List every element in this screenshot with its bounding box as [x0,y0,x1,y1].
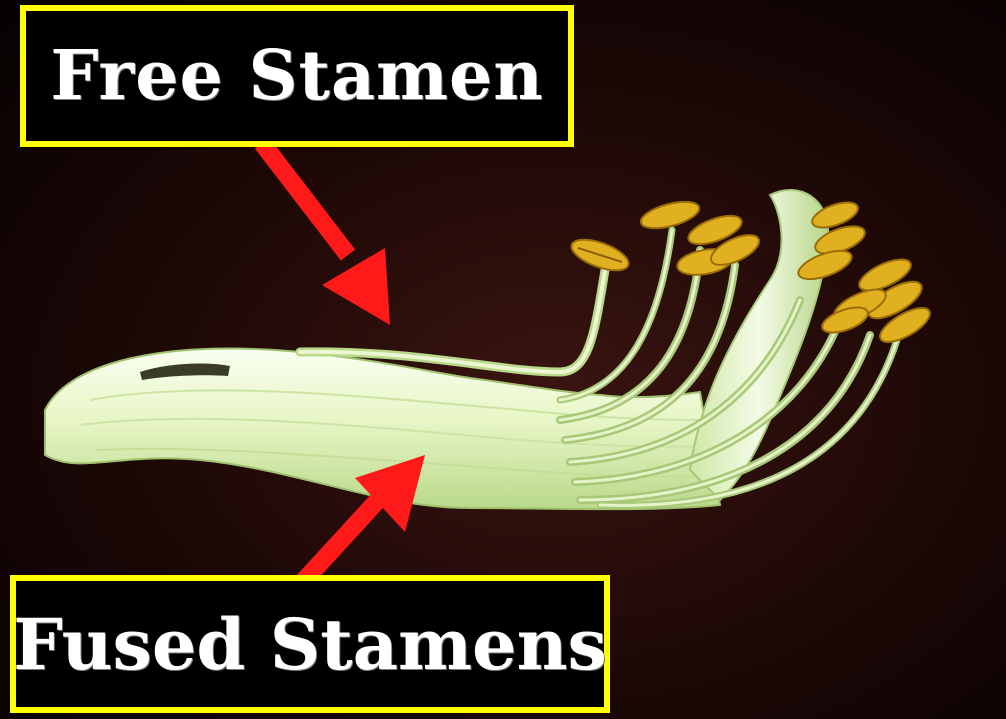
fused-stamens-label-box: Fused Stamens [10,575,610,713]
free-stamen-label-box: Free Stamen [20,5,574,147]
free-stamen-label: Free Stamen [50,36,543,116]
fused-stamens-label: Fused Stamens [13,603,607,686]
